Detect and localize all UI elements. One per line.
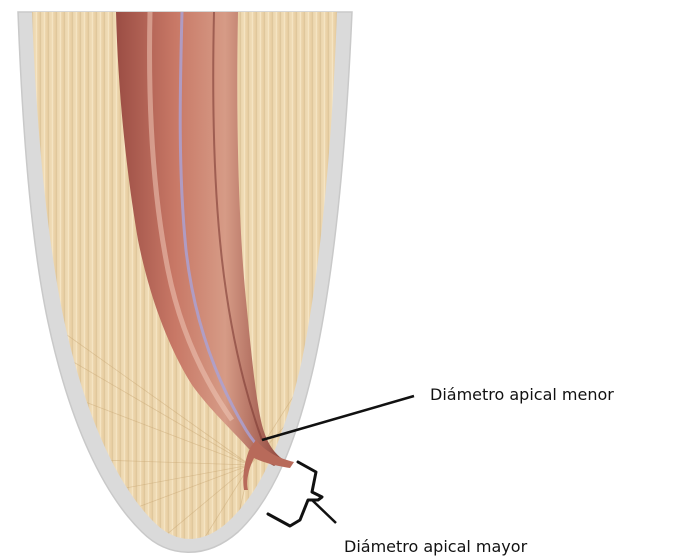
- major-diameter-pointer: [312, 500, 336, 523]
- label-major-apical-diameter: Diámetro apical mayor: [344, 537, 528, 556]
- label-minor-apical-diameter: Diámetro apical menor: [430, 385, 614, 404]
